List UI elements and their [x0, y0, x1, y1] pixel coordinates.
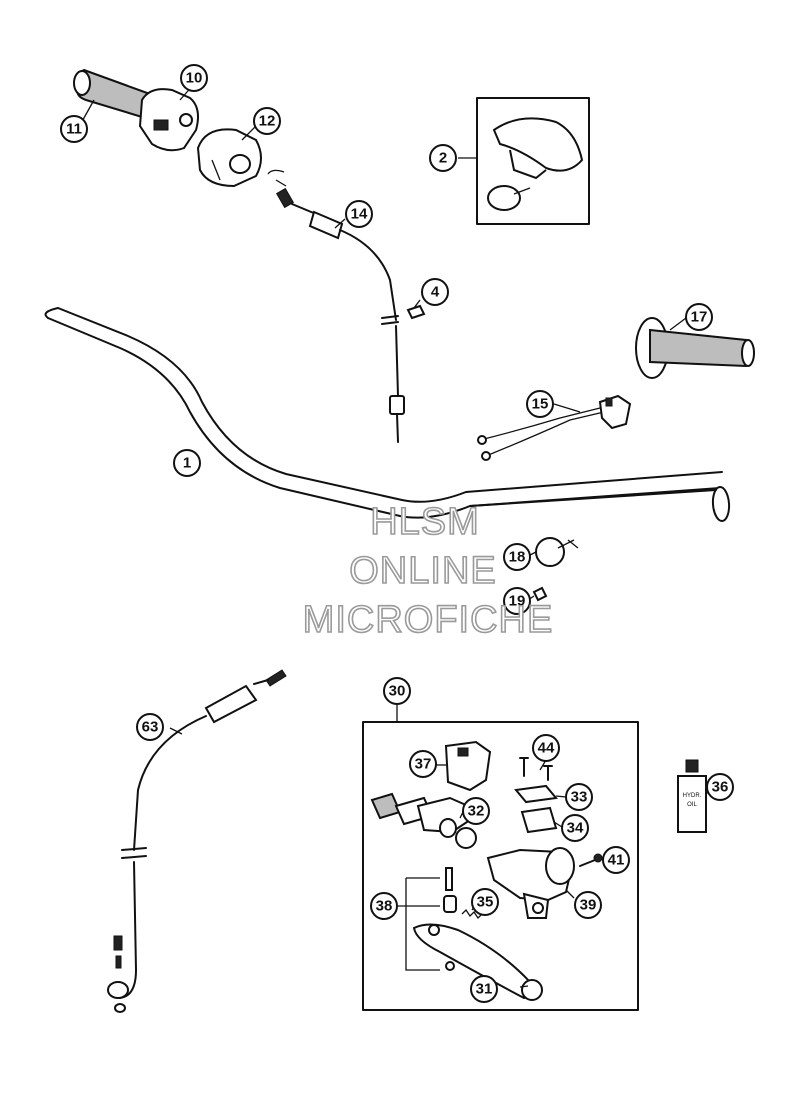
watermark-line2: ONLINE: [349, 550, 496, 592]
throttle-cover: [196, 128, 262, 188]
callout-39: 39: [574, 891, 602, 919]
svg-text:63: 63: [142, 719, 159, 736]
callout-14: 14: [345, 200, 373, 228]
watermark-line1: HLSM: [370, 501, 480, 543]
callout-34: 34: [561, 814, 589, 842]
callout-37: 37: [409, 750, 437, 778]
callout-15: 15: [526, 390, 554, 418]
callout-30: 30: [383, 677, 411, 705]
svg-text:11: 11: [66, 121, 82, 138]
callout-2: 2: [429, 144, 457, 172]
callout-4: 4: [421, 278, 449, 306]
clutch-cable: [107, 669, 287, 1013]
bottle-label-line1: HYDR.: [683, 793, 702, 799]
svg-text:32: 32: [468, 803, 485, 820]
svg-text:18: 18: [509, 549, 526, 566]
small-nut: [532, 586, 548, 602]
callout-63: 63: [136, 713, 164, 741]
svg-text:34: 34: [567, 820, 584, 837]
callout-12: 12: [253, 107, 281, 135]
kill-switch: [477, 394, 632, 461]
cable-clamp: [535, 537, 579, 567]
handguard-kit: [476, 97, 590, 225]
svg-text:17: 17: [691, 309, 708, 326]
callout-19: 19: [503, 587, 531, 615]
cable-nut: [406, 304, 426, 320]
callout-33: 33: [565, 783, 593, 811]
callout-1: 1: [173, 449, 201, 477]
callout-35: 35: [471, 888, 499, 916]
callout-36: 36: [706, 773, 734, 801]
watermark: HLSM ONLINE MICROFICHE: [302, 500, 554, 642]
svg-text:15: 15: [532, 396, 549, 413]
svg-text:1: 1: [183, 455, 191, 472]
callout-18: 18: [503, 543, 531, 571]
svg-text:36: 36: [712, 779, 729, 796]
svg-text:41: 41: [608, 852, 625, 869]
bottle-label-line2: OIL: [687, 802, 697, 808]
callout-44: 44: [532, 734, 560, 762]
watermark-line3: MICROFICHE: [303, 599, 554, 641]
svg-text:14: 14: [351, 206, 368, 223]
callout-32: 32: [462, 797, 490, 825]
svg-text:39: 39: [580, 897, 597, 914]
callout-31: 31: [470, 975, 498, 1003]
throttle-housing: [138, 88, 199, 152]
oil-bottle: HYDR. OIL: [677, 759, 707, 833]
svg-text:2: 2: [439, 150, 447, 167]
svg-text:30: 30: [389, 683, 406, 700]
svg-text:31: 31: [476, 981, 493, 998]
svg-text:38: 38: [376, 898, 393, 915]
svg-text:44: 44: [538, 740, 555, 757]
svg-text:35: 35: [477, 894, 494, 911]
handlebar: [44, 307, 731, 522]
master-cylinder-kit: [362, 704, 639, 1011]
svg-text:4: 4: [431, 284, 440, 301]
callout-38: 38: [370, 892, 398, 920]
svg-text:37: 37: [415, 756, 432, 773]
svg-text:12: 12: [259, 113, 276, 130]
callout-17: 17: [685, 303, 713, 331]
svg-text:19: 19: [509, 593, 526, 610]
callout-41: 41: [602, 846, 630, 874]
right-grip: [635, 317, 755, 379]
callout-11: 11: [60, 115, 88, 143]
svg-text:33: 33: [571, 789, 588, 806]
callout-10: 10: [180, 64, 208, 92]
throttle-cable: [267, 169, 405, 443]
svg-text:10: 10: [186, 70, 203, 87]
